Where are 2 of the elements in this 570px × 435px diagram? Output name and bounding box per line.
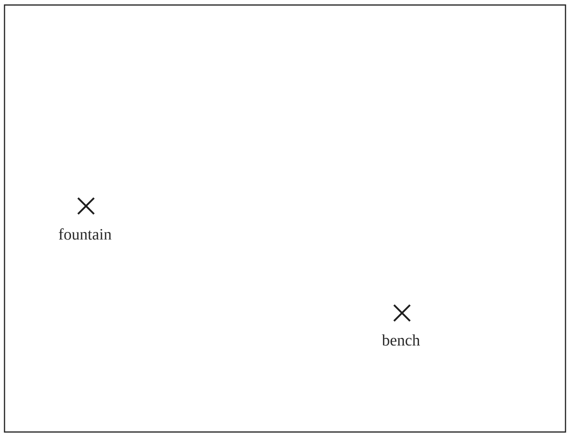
place-label: fountain: [58, 228, 112, 240]
place-label: bench: [382, 334, 420, 346]
